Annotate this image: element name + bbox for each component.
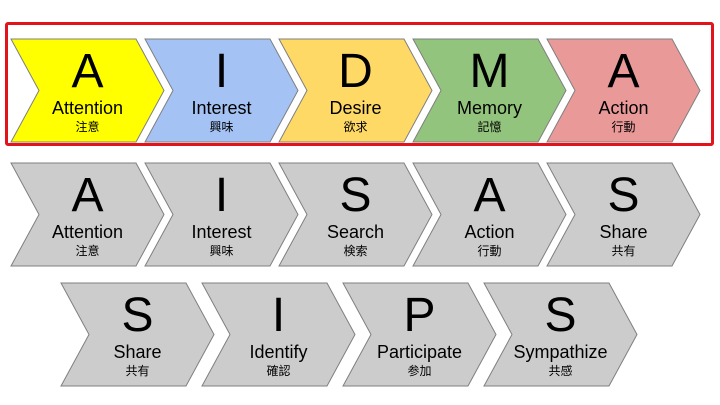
step-kanji: 行動: [611, 120, 636, 134]
step-letter: A: [71, 169, 104, 222]
step-letter: I: [214, 169, 229, 222]
chevron-shape: [10, 38, 165, 143]
step-kanji: 行動: [477, 244, 502, 258]
step-word: Memory: [456, 98, 522, 118]
step-letter: D: [338, 45, 373, 98]
step-kanji: 興味: [209, 120, 234, 134]
chevron-shape: [483, 282, 638, 387]
chevron-shape: [201, 282, 356, 387]
step-letter: S: [544, 289, 577, 342]
step-word: Desire: [329, 98, 382, 118]
step-word: Share: [599, 222, 648, 242]
step-word: Identify: [249, 342, 308, 362]
chevron-shape: [412, 162, 567, 267]
step-word: Participate: [376, 342, 463, 362]
step-kanji: 確認: [266, 364, 291, 378]
step-letter: S: [121, 289, 154, 342]
step-kanji: 注意: [75, 244, 100, 258]
chevron-shape: [546, 38, 701, 143]
step-word: Search: [326, 222, 385, 242]
chevron-shape: [144, 162, 299, 267]
chevron-shape: [412, 38, 567, 143]
chevron-shape: [342, 282, 497, 387]
step-kanji: 共有: [125, 364, 150, 378]
step-kanji: 共感: [548, 364, 573, 378]
step-letter: A: [71, 45, 104, 98]
chevron-shape: [278, 162, 433, 267]
step-word: Sympathize: [513, 342, 608, 362]
aidma-highlight-frame: [5, 22, 714, 146]
step-kanji: 参加: [407, 364, 432, 378]
chevron-shape: [10, 162, 165, 267]
chevron-shape: [144, 38, 299, 143]
step-kanji: 興味: [209, 244, 234, 258]
step-word: Share: [113, 342, 162, 362]
step-letter: S: [339, 169, 372, 222]
step-word: Interest: [191, 222, 252, 242]
step-letter: I: [214, 45, 229, 98]
chevron-shape: [60, 282, 215, 387]
step-word: Action: [464, 222, 515, 242]
step-kanji: 記憶: [477, 120, 502, 134]
step-word: Attention: [51, 98, 124, 118]
step-kanji: 欲求: [343, 120, 368, 134]
step-kanji: 注意: [75, 120, 100, 134]
chevron-shape: [278, 38, 433, 143]
step-letter: I: [271, 289, 286, 342]
step-letter: S: [607, 169, 640, 222]
step-letter: A: [473, 169, 506, 222]
chevron-shape: [546, 162, 701, 267]
step-letter: P: [403, 289, 436, 342]
step-kanji: 検索: [343, 244, 368, 258]
step-kanji: 共有: [611, 244, 636, 258]
step-word: Action: [598, 98, 649, 118]
step-letter: M: [469, 45, 510, 98]
step-word: Interest: [191, 98, 252, 118]
step-letter: A: [607, 45, 640, 98]
step-word: Attention: [51, 222, 124, 242]
